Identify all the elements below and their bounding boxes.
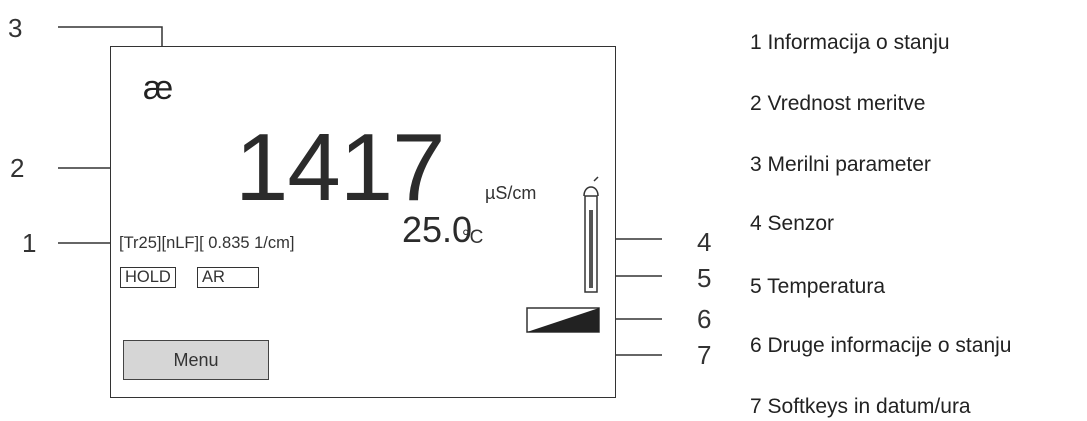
status-information: [Tr25][nLF][ 0.835 1/cm] [119, 234, 295, 252]
meter-display: æ 1417 µS/cm 25.0 °C [Tr25][nLF][ 0.835 … [110, 46, 616, 398]
callout-number-6: 6 [697, 304, 712, 334]
legend-item-softkeys-datetime: 7 Softkeys in datum/ura [750, 395, 971, 418]
temperature-unit: °C [462, 227, 484, 248]
legend-item-measured-value: 2 Vrednost meritve [750, 92, 926, 115]
menu-softkey[interactable]: Menu [123, 340, 269, 380]
hold-badge: HOLD [120, 267, 176, 288]
ramp-indicator-icon [526, 307, 600, 333]
measuring-parameter-symbol: æ [143, 69, 174, 107]
legend-item-status-info: 1 Informacija o stanju [750, 31, 950, 54]
callout-number-2: 2 [10, 153, 25, 183]
callout-number-1: 1 [22, 228, 37, 258]
measured-value-unit: µS/cm [485, 183, 537, 203]
legend-item-measuring-parameter: 3 Merilni parameter [750, 153, 931, 176]
legend-item-temperature: 5 Temperatura [750, 275, 886, 298]
ar-badge: AR [197, 267, 259, 288]
callout-number-5: 5 [697, 263, 712, 293]
legend-item-other-status-info: 6 Druge informacije o stanju [750, 334, 1012, 357]
legend-item-sensor: 4 Senzor [750, 212, 835, 235]
sensor-probe-icon [583, 176, 599, 293]
measured-value: 1417 [235, 114, 446, 221]
callout-number-7: 7 [697, 340, 712, 370]
temperature-value: 25.0 [402, 209, 473, 250]
callout-number-3: 3 [8, 13, 23, 43]
callout-number-4: 4 [697, 227, 712, 257]
